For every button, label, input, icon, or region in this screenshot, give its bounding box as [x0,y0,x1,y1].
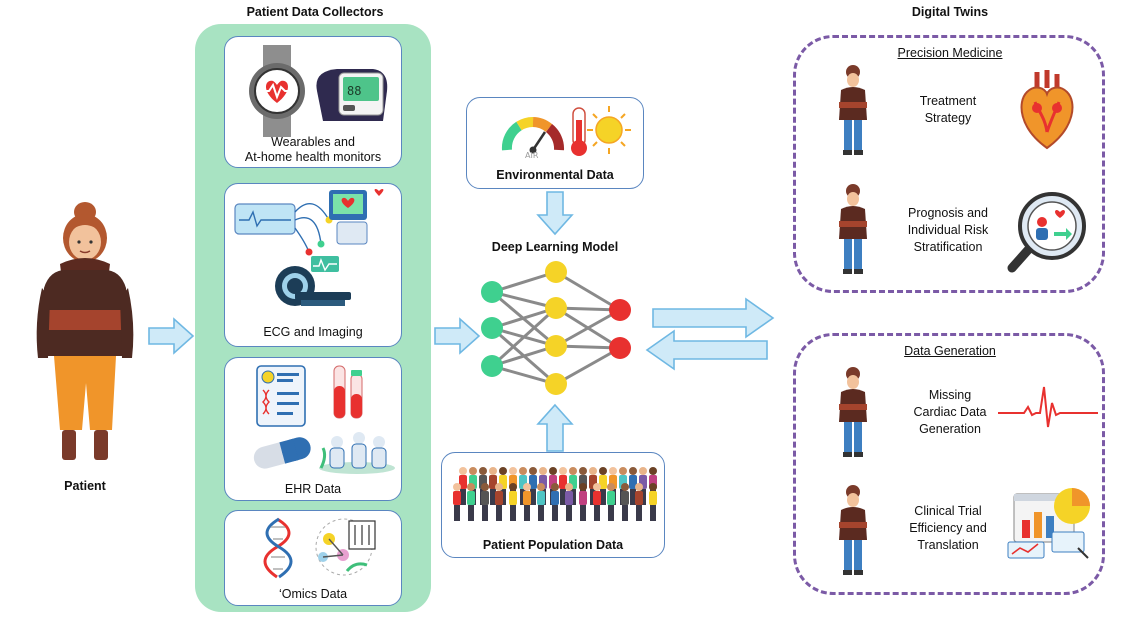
output-node [609,337,631,359]
crowd-person [467,483,475,521]
arrow-model-to-twins [652,297,775,339]
hidden-node [545,373,567,395]
ecg-imaging-label: ECG and Imaging [263,325,363,339]
crowd-person [509,483,517,521]
wearables-card: 88 Wearables and At-home health monitors [224,36,402,168]
molecule-lab-icon [315,518,376,576]
precision-medicine-box [793,35,1105,293]
crowd-person [607,483,615,521]
treatment-strategy-text: Treatment Strategy [919,94,977,125]
ecg-imaging-card: ECG and Imaging [224,183,402,347]
crowd-person [459,467,467,505]
input-node [481,281,503,303]
heart-icon [1020,70,1074,150]
crowd-person [635,483,643,521]
arrow-env-to-model [536,191,574,236]
crowd-person [565,483,573,521]
environmental-card: AIR Environmental Data [466,97,644,189]
risk-magnifier-icon [1007,192,1086,273]
digital-twin-figure [839,485,867,575]
input-node [481,317,503,339]
analytics-dashboard-icon [1007,488,1090,559]
digital-twin-figure [839,367,867,457]
omics-label: ‘Omics Data [278,587,348,601]
network-edges [490,270,621,386]
arrow-patient-to-collectors [148,317,195,355]
deep-learning-label: Deep Learning Model [491,240,619,254]
crowd-person [629,467,637,505]
patient-figure [36,202,134,460]
crowd-icon [453,467,657,521]
crowd-person [551,483,559,521]
prognosis-text: Prognosis and Individual Risk Stratifica… [907,206,989,254]
crowd-person [523,483,531,521]
clinical-trial-text: Clinical Trial Efficiency and Translatio… [909,504,987,552]
crowd-person [481,483,489,521]
air-label: AIR [525,151,539,160]
hidden-node [545,261,567,283]
dna-helix-icon [263,517,293,579]
crowd-person [453,483,461,521]
data-generation-box [793,333,1105,595]
crowd-person [649,483,657,521]
ehr-label: EHR Data [284,482,342,496]
svg-text:88: 88 [347,84,361,98]
crowd-person [559,467,567,505]
hidden-node [545,335,567,357]
test-tubes-icon [333,365,363,419]
wearables-label: Wearables and At-home health monitors [244,135,382,164]
neural-network [481,261,631,395]
pills-icon [253,437,311,469]
ecg-machine-icon [234,189,384,256]
crowd-person [599,467,607,505]
digital-twin-figure [839,65,867,155]
precision-medicine-title: Precision Medicine [897,46,1003,60]
arrow-twins-to-model [645,329,768,371]
crowd-person [579,483,587,521]
environmental-label: Environmental Data [496,168,614,182]
arrow-collectors-to-model [434,317,481,355]
population-card: Patient Population Data [441,452,665,558]
population-label: Patient Population Data [482,538,624,552]
collectors-title: Patient Data Collectors [246,5,384,19]
health-record-icon [256,365,306,427]
crowd-person [593,483,601,521]
crowd-person [621,483,629,521]
sun-thermometer-icon [571,106,631,156]
omics-card: ‘Omics Data [224,510,402,606]
output-node [609,299,631,321]
lab-scientists-icon [319,432,395,474]
digital-twins-title: Digital Twins [911,5,989,19]
crowd-person [495,483,503,521]
hidden-node [545,297,567,319]
digital-twin-figure [839,184,867,274]
crowd-person [537,483,545,521]
crowd-person [529,467,537,505]
ecg-waveform-icon [998,386,1098,428]
blood-pressure-monitor-icon: 88 [316,69,388,121]
smartwatch-icon [249,45,305,137]
air-quality-gauge-icon: AIR [501,116,564,160]
mri-scanner-icon [275,256,351,306]
input-node [481,355,503,377]
data-generation-title: Data Generation [904,344,996,358]
patient-label: Patient [64,479,106,493]
missing-cardiac-text: Missing Cardiac Data Generation [913,388,987,436]
crowd-person [489,467,497,505]
ehr-card: EHR Data [224,357,402,501]
arrow-population-to-model [536,403,574,452]
